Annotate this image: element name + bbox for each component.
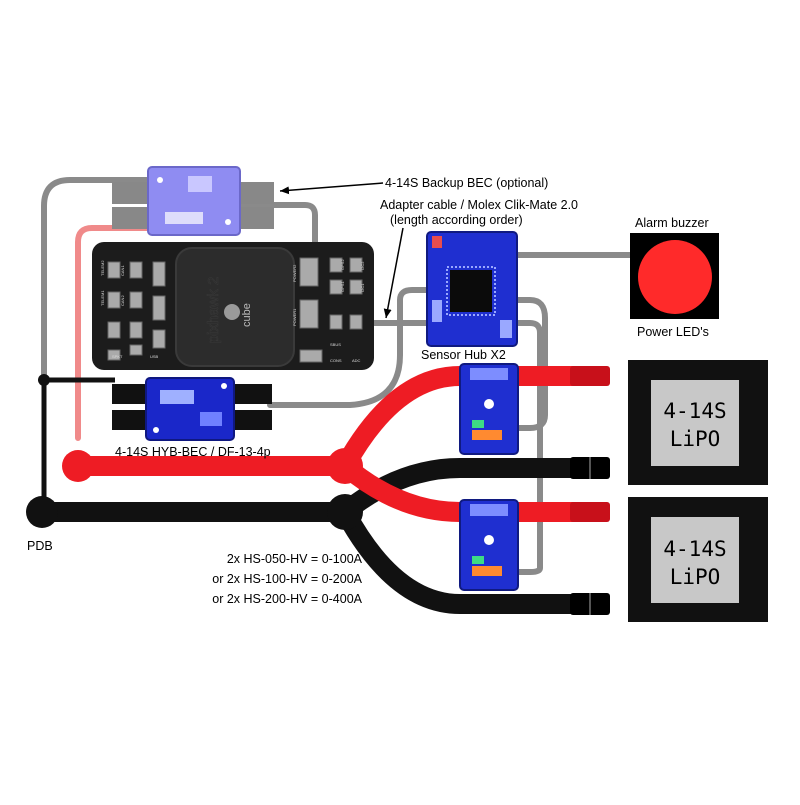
hyb-bec bbox=[112, 377, 272, 441]
adapter-cable-sublabel: (length according order) bbox=[390, 213, 523, 227]
junction-negative-center bbox=[327, 494, 363, 530]
backup-bec-arrow bbox=[279, 182, 384, 195]
hyb-bec-to-fc-wire bbox=[267, 287, 433, 408]
battery-1-type: LiPO bbox=[670, 427, 721, 451]
negative-wire-lower bbox=[335, 502, 598, 614]
adapter-cable-arrow bbox=[383, 227, 404, 319]
annotation-arrows bbox=[279, 182, 404, 319]
backup-bec-positive-wire bbox=[75, 225, 153, 441]
backup-bec-to-fc-wire bbox=[237, 202, 318, 265]
port-label: POWER2 bbox=[292, 264, 297, 282]
current-sensor-1 bbox=[459, 363, 519, 455]
battery-2: 4-14S LiPO bbox=[628, 497, 768, 622]
cube-logo-icon bbox=[224, 304, 240, 320]
port-label: USB bbox=[150, 354, 159, 359]
positive-wire-upper bbox=[335, 366, 598, 476]
battery-2-voltage: 4-14S bbox=[663, 537, 726, 561]
pdb-junction bbox=[26, 496, 58, 528]
sensor-hub bbox=[426, 231, 518, 347]
fc-ports-right bbox=[299, 257, 363, 363]
fc-brand: cube bbox=[241, 303, 253, 327]
fc-ports-left bbox=[107, 261, 166, 361]
flight-controller: cube pixhawk 2 POWER2 bbox=[92, 242, 374, 370]
port-label: POWER1 bbox=[292, 308, 297, 326]
pdb-tap-junction bbox=[38, 374, 50, 386]
port-label: CONS bbox=[330, 358, 342, 363]
port-label: I2C2 bbox=[360, 261, 365, 270]
pdb-label: PDB bbox=[27, 539, 53, 553]
power2-port bbox=[299, 257, 319, 287]
fc-port-labels: POWER2 POWER1 I2C2 I2C1 GPS2 GPS1 TELEM2… bbox=[100, 259, 365, 363]
port-label: CAN1 bbox=[120, 265, 125, 276]
alarm-buzzer bbox=[630, 233, 719, 319]
sensor-option-3: or 2x HS-200-HV = 0-400A bbox=[212, 592, 362, 606]
adapter-cable bbox=[327, 320, 543, 575]
connector-pos-2 bbox=[570, 502, 610, 522]
power-leds-label: Power LED's bbox=[637, 325, 709, 339]
hyb-bec-board bbox=[145, 377, 235, 441]
sensor-hub-label: Sensor Hub X2 bbox=[421, 348, 506, 362]
power1-port bbox=[299, 299, 319, 329]
alarm-buzzer-label: Alarm buzzer bbox=[635, 216, 709, 230]
battery-1-label bbox=[651, 380, 739, 466]
hyb-bec-label: 4-14S HYB-BEC / DF-13-4p bbox=[115, 445, 271, 459]
connector-pos-1 bbox=[570, 366, 610, 386]
junction-positive-left bbox=[62, 450, 94, 482]
adapter-cable-label: Adapter cable / Molex Clik-Mate 2.0 bbox=[380, 198, 578, 212]
text-labels: 4-14S Backup BEC (optional) Adapter cabl… bbox=[27, 176, 709, 606]
port-label: ADC bbox=[352, 358, 361, 363]
buzzer-light bbox=[638, 240, 712, 314]
sensor-option-1: 2x HS-050-HV = 0-100A bbox=[227, 552, 363, 566]
port-label: SPKT bbox=[112, 354, 123, 359]
port-label: GPS1 bbox=[340, 281, 345, 292]
port-label: SBUS bbox=[330, 342, 341, 347]
backup-bec-label: 4-14S Backup BEC (optional) bbox=[385, 176, 548, 190]
junction-positive-center bbox=[327, 448, 363, 484]
battery-2-label bbox=[651, 517, 739, 603]
sensor-option-2: or 2x HS-100-HV = 0-200A bbox=[212, 572, 362, 586]
battery-1: 4-14S LiPO bbox=[628, 360, 768, 485]
port-label: GPS2 bbox=[340, 259, 345, 270]
power-connectors bbox=[570, 366, 610, 615]
port-label: TELEM1 bbox=[100, 290, 105, 306]
port-label: CAN2 bbox=[120, 295, 125, 306]
battery-1-voltage: 4-14S bbox=[663, 399, 726, 423]
port-label: I2C1 bbox=[360, 283, 365, 292]
backup-bec-ground-wire bbox=[41, 177, 153, 381]
current-sensor-2 bbox=[459, 499, 519, 591]
fc-model: pixhawk 2 bbox=[205, 277, 222, 344]
port-label: TELEM2 bbox=[100, 260, 105, 276]
battery-2-type: LiPO bbox=[670, 565, 721, 589]
sensor-hub-chip bbox=[450, 270, 492, 312]
backup-bec bbox=[112, 166, 274, 236]
